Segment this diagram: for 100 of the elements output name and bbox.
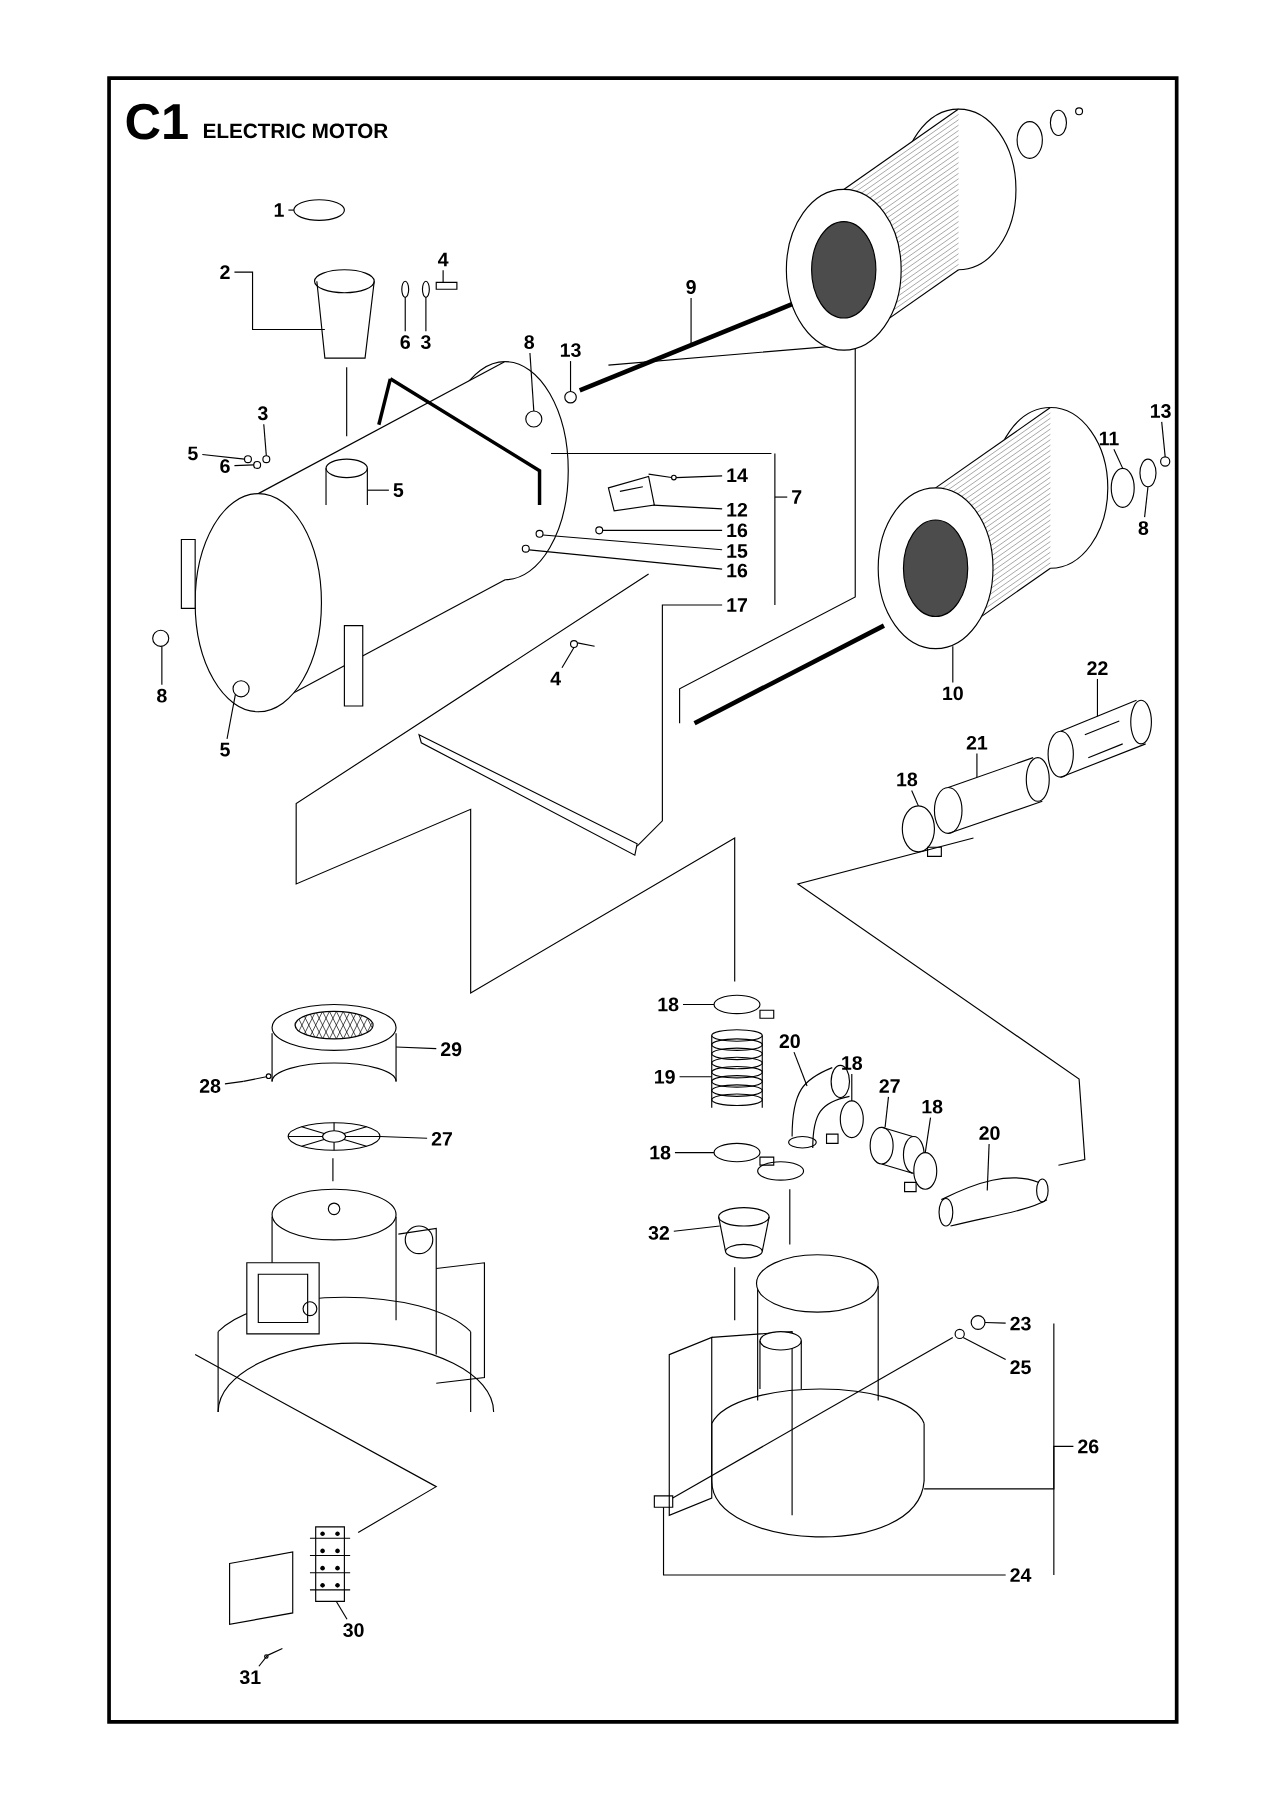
screw-drawing xyxy=(244,455,253,464)
callout-number: 8 xyxy=(157,688,167,703)
leader-line xyxy=(1161,421,1166,458)
rivet-drawing xyxy=(521,544,530,553)
leader-line xyxy=(911,789,920,807)
leader-line xyxy=(663,1506,1007,1576)
nut-drawing xyxy=(1160,456,1171,467)
leader-line xyxy=(652,504,723,510)
callout-number: 16 xyxy=(727,563,748,578)
nipple-drawing xyxy=(718,1207,770,1259)
cap-drawing xyxy=(1110,467,1135,508)
leader-line xyxy=(690,297,692,345)
leader-line xyxy=(404,296,407,332)
bowl-drawing xyxy=(325,458,369,506)
callout-number: 20 xyxy=(979,1126,1000,1140)
leader-line xyxy=(952,645,954,684)
rivet-drawing xyxy=(595,526,604,535)
callout-number: 18 xyxy=(658,997,679,1012)
screw-drawing xyxy=(264,1647,284,1659)
ring-drawing xyxy=(293,199,346,221)
screw-drawing xyxy=(253,460,262,469)
leader-line xyxy=(226,693,237,740)
callout-number: 18 xyxy=(922,1099,943,1114)
leader-line xyxy=(542,534,723,551)
leader-line xyxy=(379,1135,428,1139)
leader-line xyxy=(528,549,723,570)
leader-line xyxy=(561,646,575,669)
screw-drawing xyxy=(262,455,271,464)
callout-number: 13 xyxy=(561,343,581,358)
callout-number: 19 xyxy=(655,1069,675,1084)
callout-number: 14 xyxy=(727,468,748,482)
callout-number: 6 xyxy=(400,335,411,349)
callout-number: 13 xyxy=(1151,404,1171,418)
callout-number: 8 xyxy=(1138,521,1149,535)
clamp-drawing xyxy=(901,805,943,857)
washer-drawing xyxy=(152,629,170,647)
callout-number: 10 xyxy=(943,686,964,701)
leader-line xyxy=(425,296,427,332)
leader-line xyxy=(679,1076,713,1078)
callout-number: 5 xyxy=(393,483,404,497)
washer-drawing xyxy=(422,280,431,298)
callout-number: 24 xyxy=(1010,1568,1032,1582)
bellows-drawing xyxy=(711,1029,764,1109)
callout-number: 15 xyxy=(727,544,748,558)
title: ELECTRIC MOTOR xyxy=(204,123,388,139)
callout-number: 5 xyxy=(220,742,231,757)
washer-drawing xyxy=(525,410,543,428)
screw-drawing xyxy=(648,473,677,481)
callout-number: 4 xyxy=(550,671,562,686)
callout-number: 26 xyxy=(1078,1439,1099,1454)
clamp-drawing xyxy=(713,1142,775,1166)
leader-line xyxy=(674,1152,715,1154)
callout-number: 29 xyxy=(441,1042,462,1057)
leader-line xyxy=(395,1046,438,1050)
callout-number: 25 xyxy=(1010,1360,1032,1375)
bolt-drawing xyxy=(654,1336,954,1508)
leader-line xyxy=(675,475,723,479)
callout-number: 12 xyxy=(727,502,748,517)
leader-line xyxy=(288,209,295,211)
callout-number: 20 xyxy=(779,1034,801,1049)
callout-number: 32 xyxy=(648,1226,670,1240)
leader-line xyxy=(1113,448,1124,469)
pin-drawing xyxy=(435,281,458,290)
screw-drawing xyxy=(570,640,596,649)
leader-line xyxy=(986,1143,990,1192)
nut-drawing xyxy=(564,390,578,404)
filler-neck-drawing xyxy=(314,269,376,359)
sleeve-drawing xyxy=(1047,699,1153,778)
callout-number: 3 xyxy=(258,406,268,421)
leader-line xyxy=(636,604,723,847)
clamp-drawing xyxy=(713,994,775,1019)
rod-drawing xyxy=(579,302,794,393)
section-code: C1 xyxy=(126,103,188,140)
callout-number: 31 xyxy=(240,1670,261,1685)
leader-line xyxy=(774,496,789,498)
callout-number: 8 xyxy=(524,335,535,349)
callout-number: 6 xyxy=(220,459,230,473)
leader-line xyxy=(1144,486,1149,518)
clamp-drawing xyxy=(904,1152,938,1193)
washer-drawing xyxy=(954,1328,966,1340)
callout-number: 27 xyxy=(879,1079,900,1093)
callout-number: 28 xyxy=(200,1079,221,1093)
leader-line xyxy=(258,1654,269,1667)
rivet-drawing xyxy=(535,529,544,538)
leader-line xyxy=(962,1336,1007,1361)
leader-line xyxy=(367,489,390,491)
callout-number: 4 xyxy=(438,252,449,267)
callout-number: 16 xyxy=(727,523,748,538)
callout-number: 22 xyxy=(1087,661,1108,675)
leader-line xyxy=(923,1445,1075,1490)
callout-number: 21 xyxy=(966,735,988,750)
leader-line xyxy=(161,645,163,686)
callout-number: 2 xyxy=(220,265,230,279)
leader-line xyxy=(336,1600,348,1620)
leader-line xyxy=(234,271,326,331)
callout-number: 27 xyxy=(432,1132,453,1146)
callout-number: 18 xyxy=(897,772,918,787)
callout-number: 18 xyxy=(650,1145,671,1160)
leader-line xyxy=(224,1080,245,1085)
tube-drawing xyxy=(934,757,1051,834)
